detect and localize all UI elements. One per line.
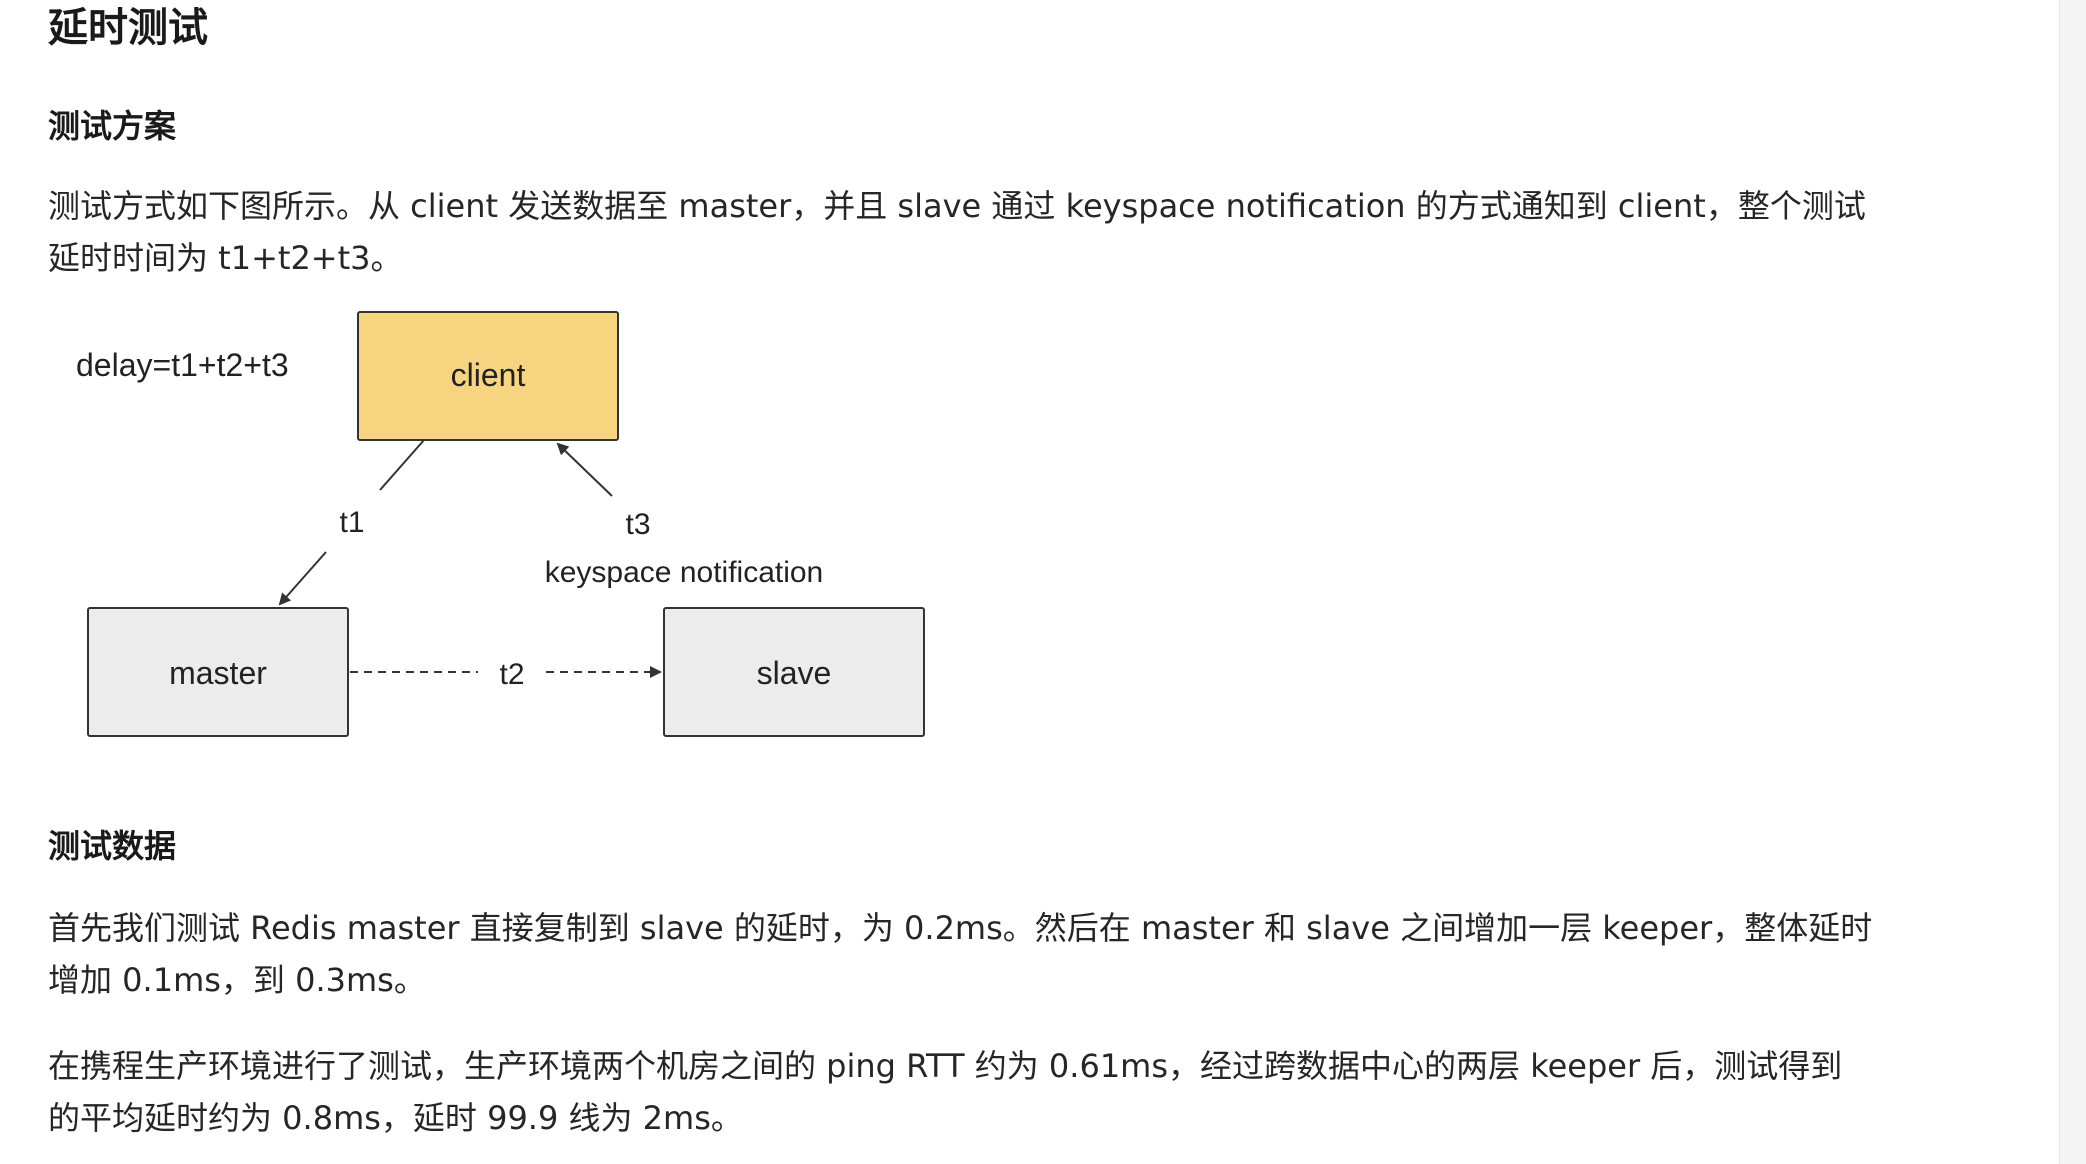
client-node-label: client — [451, 357, 526, 393]
t3-arrow — [556, 442, 613, 497]
t1-arrow-upper — [379, 439, 425, 491]
t2-label: t2 — [499, 658, 524, 691]
client-node — [357, 311, 619, 441]
delay-formula: delay=t1+t2+t3 — [76, 347, 289, 383]
subsection-heading-plan: 测试方案 — [48, 107, 177, 145]
latency-diagram: client delay=t1+t2+t3 master slave t1 t3… — [76, 311, 925, 737]
paragraph-data-line2: 增加 0.1ms，到 0.3ms。 — [48, 961, 426, 999]
slave-node — [663, 607, 925, 737]
subsection-heading-data: 测试数据 — [48, 827, 177, 865]
t3-label: t3 — [625, 508, 650, 541]
paragraph-env-line2: 的平均延时约为 0.8ms，延时 99.9 线为 2ms。 — [48, 1099, 743, 1137]
slave-node-label: slave — [757, 655, 832, 691]
t1-arrow-lower — [278, 551, 327, 606]
section-heading: 延时测试 — [48, 5, 208, 51]
paragraph-plan-line2: 延时时间为 t1+t2+t3。 — [48, 239, 403, 277]
paragraph-data-line1: 首先我们测试 Redis master 直接复制到 slave 的延时，为 0.… — [48, 909, 1873, 947]
keyspace-notification-label: keyspace notification — [545, 556, 824, 589]
master-node-label: master — [169, 655, 267, 691]
paragraph-env-line1: 在携程生产环境进行了测试，生产环境两个机房之间的 ping RTT 约为 0.6… — [48, 1047, 1843, 1085]
master-node — [87, 607, 349, 737]
t1-label: t1 — [339, 506, 364, 539]
paragraph-plan-line1: 测试方式如下图所示。从 client 发送数据至 master，并且 slave… — [48, 187, 1866, 225]
right-gutter — [2059, 0, 2086, 1164]
